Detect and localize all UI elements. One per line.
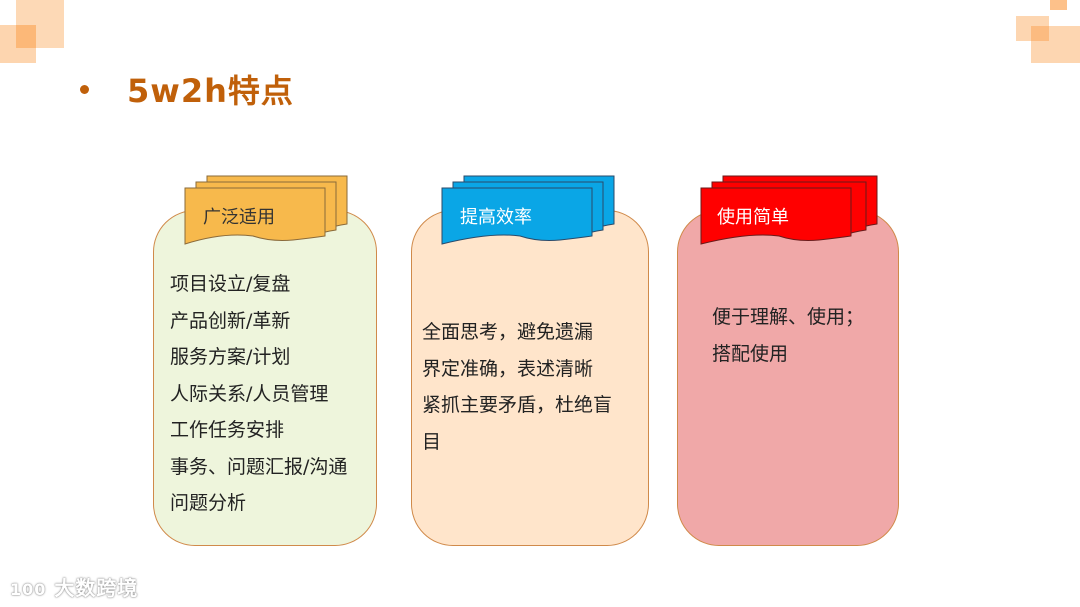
card-list: 便于理解、使用； 搭配使用 — [712, 299, 898, 372]
bullet-icon — [80, 84, 89, 94]
card-improve-efficiency: 全面思考，避免遗漏 界定准确，表述清晰 紧抓主要矛盾，杜绝盲 目 — [411, 210, 649, 546]
card-list: 全面思考，避免遗漏 界定准确，表述清晰 紧抓主要矛盾，杜绝盲 目 — [422, 314, 648, 460]
list-item: 界定准确，表述清晰 — [422, 357, 594, 380]
card-tag-label: 广泛适用 — [203, 207, 275, 228]
list-item: 全面思考，避免遗漏 — [422, 321, 594, 343]
slide-title: 5w2h特点 — [127, 72, 294, 110]
card-tag-easy-to-use: 使用简单 — [699, 174, 878, 245]
card-tag-label: 使用简单 — [717, 207, 789, 228]
list-item: 工作任务安排 — [170, 419, 285, 441]
card-list: 项目设立/复盘 产品创新/革新 服务方案/计划 人际关系/人员管理 工作任务安排… — [170, 266, 376, 522]
card-tag-improve-efficiency: 提高效率 — [440, 174, 615, 245]
decor-square-tr-4 — [1031, 26, 1049, 41]
list-item: 产品创新/革新 — [170, 309, 291, 332]
list-item: 目 — [422, 430, 442, 453]
watermark-logo-icon: 100 — [10, 580, 47, 599]
stacked-note-icon — [441, 175, 615, 245]
list-item: 紧抓主要矛盾，杜绝盲 — [422, 394, 613, 416]
stacked-note-icon — [184, 175, 348, 245]
watermark-text: 大数跨境 — [54, 576, 139, 600]
list-item: 服务方案/计划 — [170, 346, 291, 368]
card-easy-to-use: 便于理解、使用； 搭配使用 — [677, 210, 899, 546]
list-item: 问题分析 — [170, 492, 247, 514]
card-tag-wide-applicability: 广泛适用 — [183, 174, 353, 245]
watermark: 100 大数跨境 — [10, 572, 138, 601]
decor-square-tr-1 — [1050, 0, 1067, 10]
decor-square-tl-3 — [16, 25, 36, 48]
list-item: 事务、问题汇报/沟通 — [170, 455, 348, 478]
card-wide-applicability: 项目设立/复盘 产品创新/革新 服务方案/计划 人际关系/人员管理 工作任务安排… — [153, 210, 377, 546]
list-item: 项目设立/复盘 — [170, 273, 291, 295]
list-item: 搭配使用 — [712, 342, 789, 365]
stacked-note-icon — [700, 175, 878, 245]
list-item: 便于理解、使用； — [712, 306, 865, 328]
list-item: 人际关系/人员管理 — [170, 382, 329, 405]
slide-title-row: 5w2h特点 — [80, 66, 294, 112]
card-tag-label: 提高效率 — [460, 207, 532, 228]
